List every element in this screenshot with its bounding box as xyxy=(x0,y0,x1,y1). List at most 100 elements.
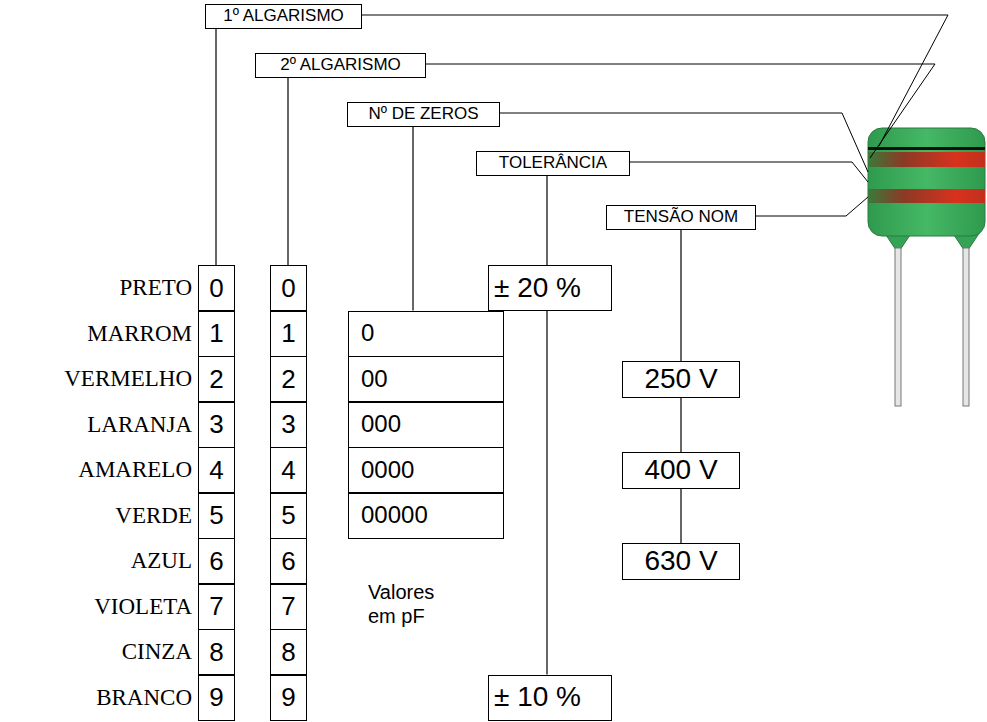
label-text: LARANJA xyxy=(87,411,192,439)
box-text: 1 xyxy=(281,319,295,348)
connector-line xyxy=(680,489,681,543)
digit-cell: 1 xyxy=(198,311,235,357)
box-text: 2 xyxy=(209,365,223,394)
box-text: 0 xyxy=(209,274,223,303)
color-name: MARROM xyxy=(2,311,192,357)
digit-cell: 6 xyxy=(270,538,307,584)
black-band xyxy=(868,147,985,150)
label-text: VIOLETA xyxy=(94,593,192,621)
color-name: VERDE xyxy=(2,493,192,539)
digit-cell: 8 xyxy=(270,629,307,675)
tolerance-box: ± 10 % xyxy=(488,675,612,721)
color-name: PRETO xyxy=(2,265,192,311)
zeros-cell: 0000 xyxy=(348,447,504,493)
box-text: 1º ALGARISMO xyxy=(223,7,344,26)
box-text: TENSÃO NOM xyxy=(624,208,738,227)
connector-line xyxy=(412,127,413,311)
digit-cell: 4 xyxy=(198,447,235,493)
box-text: ± 20 % xyxy=(494,273,581,304)
box-text: 0 xyxy=(361,320,374,346)
header-box: 2º ALGARISMO xyxy=(255,53,426,78)
box-text: 8 xyxy=(281,638,295,667)
box-text: 8 xyxy=(209,638,223,667)
connector-line xyxy=(680,230,681,361)
connector-line xyxy=(215,29,216,265)
header-box: TOLERÂNCIA xyxy=(476,151,630,176)
box-text: 00 xyxy=(361,366,388,392)
digit-cell: 0 xyxy=(270,265,307,311)
voltage-box: 630 V xyxy=(622,543,740,580)
color-name: VIOLETA xyxy=(2,584,192,630)
digit-cell: 8 xyxy=(198,629,235,675)
connector-line xyxy=(546,311,547,675)
leader-line xyxy=(630,162,868,182)
box-text: 5 xyxy=(281,501,295,530)
voltage-box: 400 V xyxy=(622,452,740,489)
digit-cell: 3 xyxy=(270,402,307,448)
box-text: 2 xyxy=(281,365,295,394)
box-text: 9 xyxy=(281,683,295,712)
color-name: LARANJA xyxy=(2,402,192,448)
box-text: 400 V xyxy=(644,455,717,486)
box-text: 0 xyxy=(281,274,295,303)
header-box: Nº DE ZEROS xyxy=(347,102,500,127)
leader-line xyxy=(756,197,868,216)
digit-cell: 5 xyxy=(198,493,235,539)
digit-cell: 7 xyxy=(198,584,235,630)
box-text: ± 10 % xyxy=(494,682,581,713)
zeros-cell: 0 xyxy=(348,311,504,357)
color-name: AMARELO xyxy=(2,447,192,493)
label-text: AMARELO xyxy=(78,456,192,484)
leader-line xyxy=(426,64,935,158)
color-name: VERMELHO xyxy=(2,356,192,402)
label-text: VERMELHO xyxy=(64,365,192,393)
box-text: 630 V xyxy=(644,546,717,577)
capacitor-legs xyxy=(884,232,980,406)
box-text: 0000 xyxy=(361,457,414,483)
zeros-cell: 000 xyxy=(348,402,504,448)
voltage-box: 250 V xyxy=(622,361,740,398)
digit-cell: 0 xyxy=(198,265,235,311)
box-text: 6 xyxy=(209,547,223,576)
box-text: 250 V xyxy=(644,364,717,395)
digit-cell: 5 xyxy=(270,493,307,539)
label-text: BRANCO xyxy=(96,684,192,712)
box-text: 000 xyxy=(361,411,401,437)
capacitor-body xyxy=(868,128,985,236)
label-text: CINZA xyxy=(122,638,192,666)
digit-cell: 7 xyxy=(270,584,307,630)
unit-note: Valores em pF xyxy=(368,576,460,632)
label-text: VERDE xyxy=(115,502,192,530)
digit-cell: 9 xyxy=(270,675,307,721)
label-text: Valores em pF xyxy=(368,580,460,628)
tolerance-box: ± 20 % xyxy=(488,265,612,311)
box-text: 7 xyxy=(281,592,295,621)
label-text: PRETO xyxy=(120,274,192,302)
zeros-cell: 00 xyxy=(348,356,504,402)
box-text: 7 xyxy=(209,592,223,621)
box-text: 6 xyxy=(281,547,295,576)
digit-cell: 4 xyxy=(270,447,307,493)
connector-line xyxy=(546,176,547,265)
box-text: 4 xyxy=(209,456,223,485)
connector-line xyxy=(287,78,288,265)
box-text: 5 xyxy=(209,501,223,530)
digit-cell: 6 xyxy=(198,538,235,584)
box-text: 2º ALGARISMO xyxy=(280,56,401,75)
red-band xyxy=(868,189,985,203)
digit-cell: 2 xyxy=(270,356,307,402)
digit-cell: 9 xyxy=(198,675,235,721)
box-text: 00000 xyxy=(361,502,428,528)
digit-cell: 3 xyxy=(198,402,235,448)
zeros-cell: 00000 xyxy=(348,493,504,539)
box-text: 3 xyxy=(281,410,295,439)
red-band xyxy=(868,152,985,167)
label-text: MARROM xyxy=(87,320,192,348)
box-text: 3 xyxy=(209,410,223,439)
digit-cell: 2 xyxy=(198,356,235,402)
color-name: CINZA xyxy=(2,629,192,675)
color-name: BRANCO xyxy=(2,675,192,721)
digit-cell: 1 xyxy=(270,311,307,357)
box-text: 4 xyxy=(281,456,295,485)
